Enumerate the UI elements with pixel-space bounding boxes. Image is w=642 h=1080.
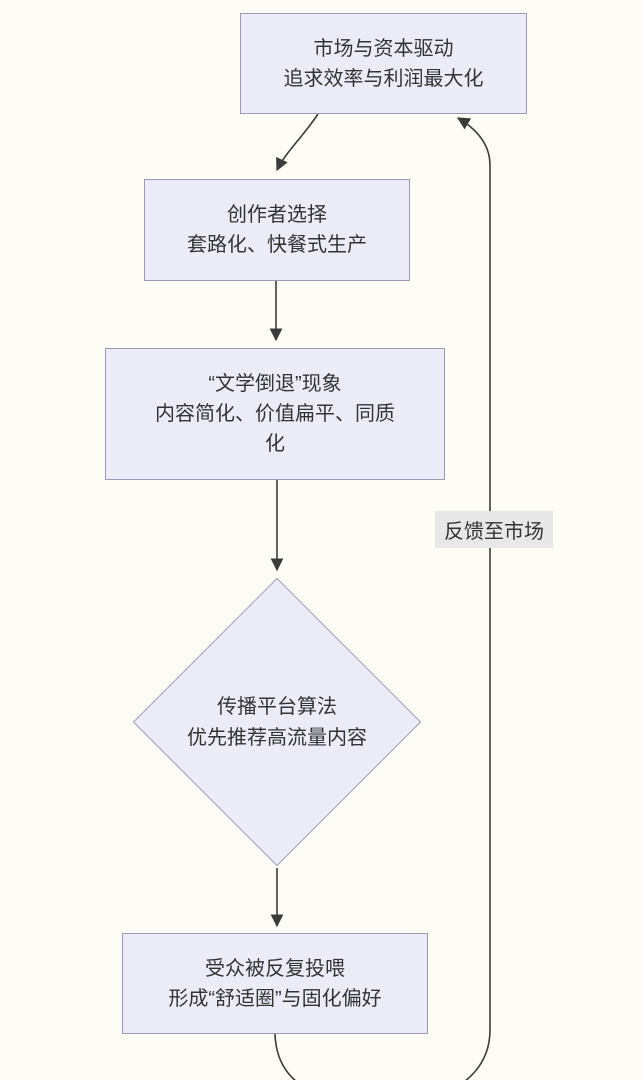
edge-market-to-creator [276, 113, 319, 172]
node-decline: “文学倒退”现象 内容简化、价值扁平、同质 化 [105, 348, 445, 480]
node-market: 市场与资本驱动 追求效率与利润最大化 [240, 13, 527, 114]
node-platform-line1: 传播平台算法 [217, 696, 337, 718]
node-creator-line1: 创作者选择 [227, 204, 327, 226]
node-audience-line2: 形成“舒适圈”与固化偏好 [168, 987, 382, 1010]
edge-label-feedback-text: 反馈至市场 [444, 521, 544, 543]
node-audience: 受众被反复投喂 形成“舒适圈”与固化偏好 [122, 933, 428, 1034]
node-creator: 创作者选择 套路化、快餐式生产 [144, 179, 410, 281]
edge-label-feedback: 反馈至市场 [435, 511, 553, 548]
node-platform-line2: 优先推荐高流量内容 [187, 727, 367, 749]
node-platform-diamond: 传播平台算法 优先推荐高流量内容 [117, 692, 437, 754]
node-decline-line2: 内容简化、价值扁平、同质 [155, 403, 395, 425]
node-market-line1: 市场与资本驱动 [313, 37, 454, 60]
edge-audience-to-market-feedback [274, 117, 491, 1080]
node-decline-line1: “文学倒退”现象 [208, 373, 342, 395]
node-audience-line1: 受众被反复投喂 [205, 957, 345, 980]
node-market-line2: 追求效率与利润最大化 [283, 67, 484, 90]
node-creator-line2: 套路化、快餐式生产 [187, 234, 367, 256]
node-decline-line3: 化 [265, 433, 285, 455]
